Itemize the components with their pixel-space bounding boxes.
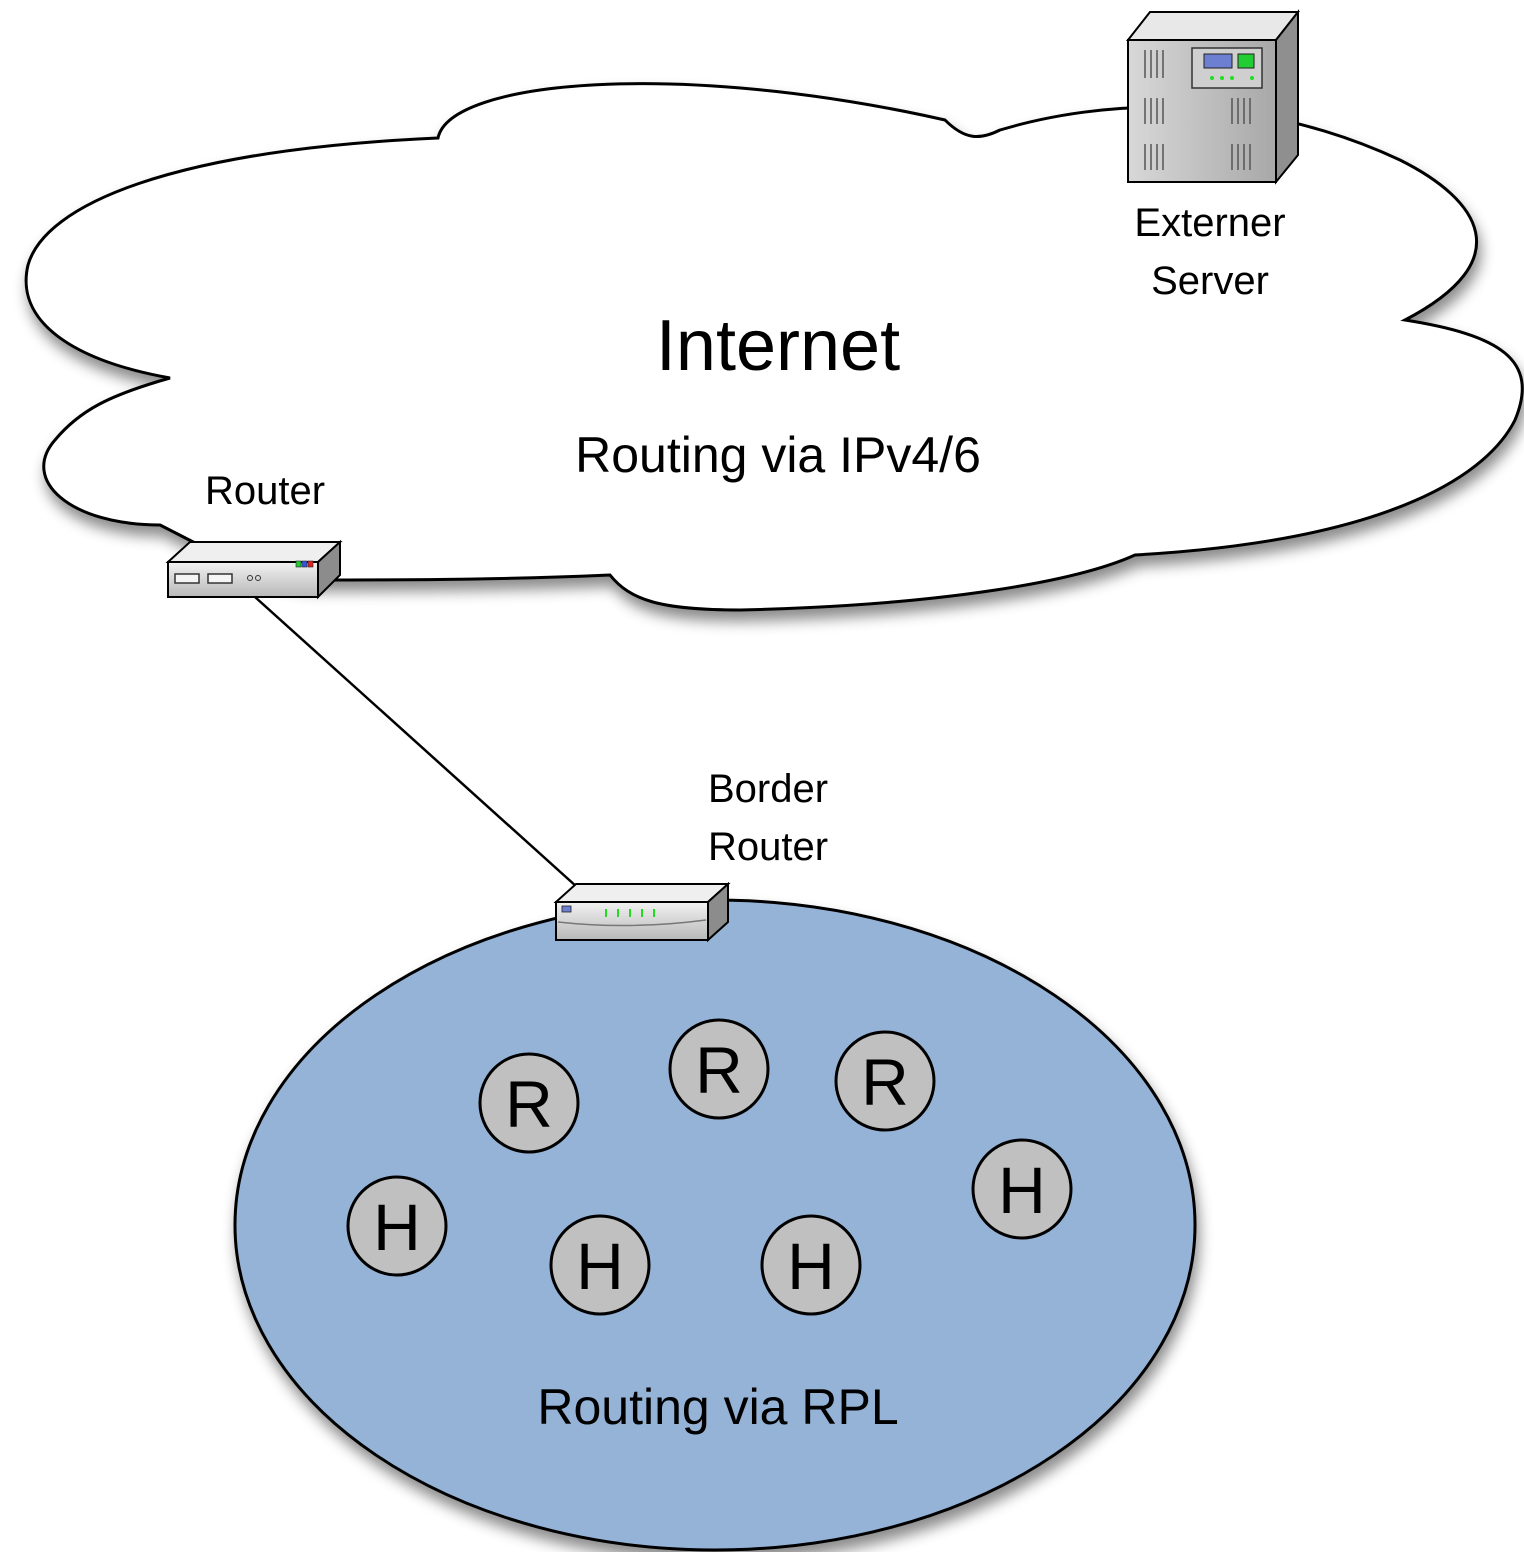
rpl-network-label: Routing via RPL: [537, 1379, 898, 1435]
border-router-icon: [553, 881, 731, 943]
rpl-node-label: H: [787, 1229, 835, 1303]
connection-line: [254, 596, 578, 888]
rpl-node: H: [346, 1175, 448, 1277]
router-icon: [165, 539, 343, 600]
rpl-node: H: [760, 1214, 862, 1316]
server-icon: [1125, 9, 1301, 185]
router-label: Router: [205, 469, 325, 513]
server-label-line2: Server: [1151, 259, 1269, 303]
rpl-node-label: H: [576, 1229, 624, 1303]
rpl-node: R: [834, 1030, 936, 1132]
rpl-node-label: H: [373, 1190, 421, 1264]
rpl-node-label: H: [998, 1153, 1046, 1227]
server-label-line1: Externer: [1134, 201, 1285, 245]
internet-cloud: [24, 82, 1524, 612]
border-router-label-line1: Border: [708, 767, 828, 811]
rpl-node: H: [971, 1138, 1073, 1240]
rpl-node: R: [478, 1052, 580, 1154]
border-router-label-line2: Router: [708, 825, 828, 869]
rpl-node-label: R: [695, 1033, 743, 1107]
cloud-subtitle: Routing via IPv4/6: [575, 427, 981, 483]
rpl-node-label: R: [505, 1067, 553, 1141]
rpl-node: H: [549, 1214, 651, 1316]
rpl-node: R: [668, 1018, 770, 1120]
cloud-title: Internet: [656, 306, 900, 386]
rpl-node-label: R: [861, 1045, 909, 1119]
